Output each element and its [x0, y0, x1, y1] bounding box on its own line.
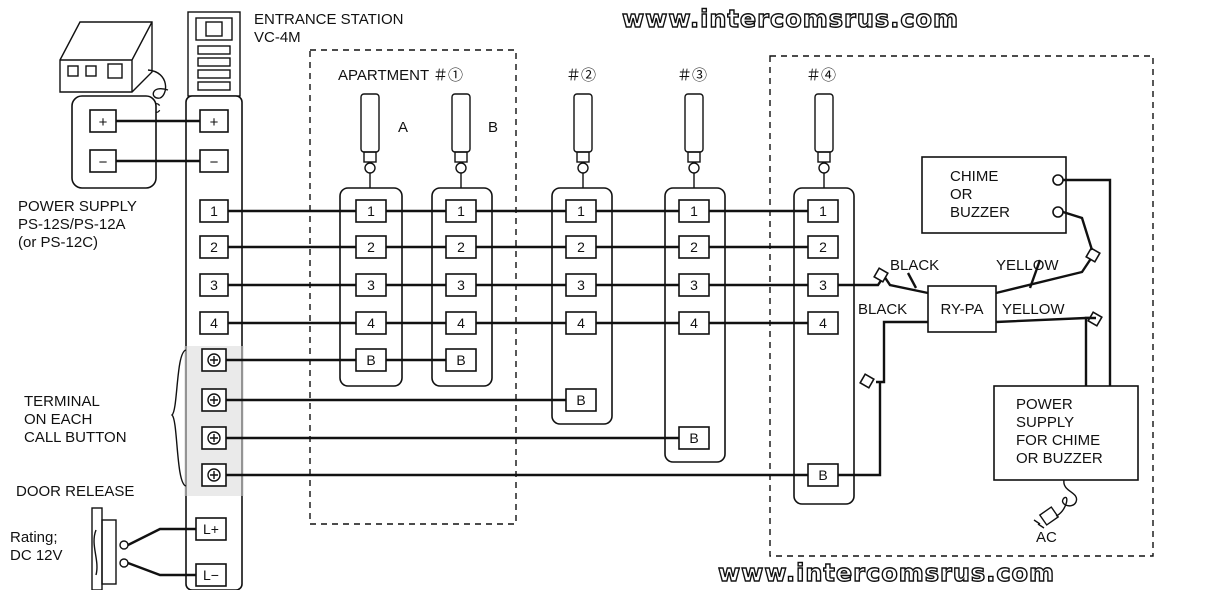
t3-4: 4 [690, 315, 698, 331]
t2-2: 2 [577, 239, 585, 255]
watermark-bottom: www.intercomsrus.com [718, 559, 1055, 587]
chime-power-supply-box [993, 385, 1139, 481]
ac-plug-icon [1033, 479, 1078, 529]
station-terminal-4-label: 4 [210, 315, 218, 331]
handset-2-icon [573, 93, 593, 188]
ps-minus-label: − [99, 154, 108, 171]
black-label-lower: BLACK [858, 301, 907, 318]
terminals-2 [565, 199, 597, 412]
handset-b-label: B [488, 119, 498, 136]
t2-1: 1 [577, 203, 585, 219]
station-terminal-2-label: 2 [210, 239, 218, 255]
apartment-4-label: ＃④ [806, 67, 836, 84]
chime-line3: BUZZER [950, 204, 1010, 221]
t1a-3: 3 [367, 277, 375, 293]
terminals-1b [445, 199, 477, 372]
t4-4: 4 [819, 315, 827, 331]
station-lminus-label: L− [203, 567, 219, 583]
t4-1: 1 [819, 203, 827, 219]
power-supply-line3: (or PS-12C) [18, 234, 98, 251]
t1a-2: 2 [367, 239, 375, 255]
chime-terminal-top [1052, 174, 1064, 186]
terminals-1a [355, 199, 387, 372]
call-button-label-line3: CALL BUTTON [24, 429, 127, 446]
power-supply-line2: PS-12S/PS-12A [18, 216, 126, 233]
chime-power-line1: POWER [1016, 396, 1073, 413]
ps-plus-label: + [99, 114, 108, 131]
apartment-1-boundary [309, 49, 517, 525]
call-button-label-line1: TERMINAL [24, 393, 100, 410]
t4-3: 3 [819, 277, 827, 293]
t1b-b: B [456, 352, 465, 368]
chime-power-line2: SUPPLY [1016, 414, 1074, 431]
handset-1b-icon [451, 93, 471, 188]
station-plus-label: + [210, 114, 219, 131]
handset-3-icon [684, 93, 704, 188]
chime-buzzer-box [921, 156, 1067, 234]
chime-line2: OR [950, 186, 973, 203]
door-release-strike-icon [91, 507, 129, 590]
t4-b: B [818, 467, 827, 483]
apartment-2-label: ＃② [566, 67, 596, 84]
terminals-4 [807, 199, 839, 487]
t3-b: B [689, 430, 698, 446]
station-terminal-3-label: 3 [210, 277, 218, 293]
t3-3: 3 [690, 277, 698, 293]
terminals-3 [678, 199, 710, 450]
door-release-label: DOOR RELEASE [16, 483, 134, 500]
entrance-station-model: VC-4M [254, 29, 301, 46]
apartment-1-label: APARTMENT ＃① [338, 67, 463, 84]
call-button-terminal-2 [201, 388, 227, 412]
apartment-3-label: ＃③ [677, 67, 707, 84]
t1b-3: 3 [457, 277, 465, 293]
station-lplus-label: L+ [203, 521, 219, 537]
t2-3: 3 [577, 277, 585, 293]
power-supply-line1: POWER SUPPLY [18, 198, 137, 215]
entrance-station-title: ENTRANCE STATION [254, 11, 403, 28]
handset-1a-icon [360, 93, 380, 188]
t2-b: B [576, 392, 585, 408]
t4-2: 2 [819, 239, 827, 255]
black-label-upper: BLACK [890, 257, 939, 274]
door-release-rating1: Rating; [10, 529, 58, 546]
chime-line1: CHIME [950, 168, 998, 185]
door-release-rating2: DC 12V [10, 547, 63, 564]
chime-terminal-bottom [1052, 206, 1064, 218]
call-button-terminal-3 [201, 426, 227, 450]
t1b-2: 2 [457, 239, 465, 255]
handset-a-label: A [398, 119, 408, 136]
chime-power-line4: OR BUZZER [1016, 450, 1103, 467]
chime-power-ac-label: AC [1036, 529, 1057, 546]
handset-4-terminal-block [793, 187, 855, 505]
t1a-4: 4 [367, 315, 375, 331]
station-terminal-1-label: 1 [210, 203, 218, 219]
relay-box [927, 285, 997, 333]
chime-power-line3: FOR CHIME [1016, 432, 1100, 449]
t1a-1: 1 [367, 203, 375, 219]
station-minus-label: − [210, 154, 219, 171]
t3-2: 2 [690, 239, 698, 255]
apartment-4-boundary [769, 55, 1154, 557]
t1b-1: 1 [457, 203, 465, 219]
call-button-terminal-1 [201, 348, 227, 372]
call-button-brace [170, 349, 187, 487]
t1b-4: 4 [457, 315, 465, 331]
yellow-label-upper: YELLOW [996, 257, 1059, 274]
t2-4: 4 [577, 315, 585, 331]
entrance-station-panel-icon [187, 11, 241, 97]
watermark-top: www.intercomsrus.com [622, 5, 959, 33]
call-button-label-line2: ON EACH [24, 411, 92, 428]
power-supply-unit-icon [59, 21, 169, 99]
relay-label: RY-PA [940, 301, 983, 318]
call-button-terminal-4 [201, 463, 227, 487]
t1a-b: B [366, 352, 375, 368]
handset-4-icon [814, 93, 834, 188]
t3-1: 1 [690, 203, 698, 219]
yellow-label-lower: YELLOW [1002, 301, 1065, 318]
